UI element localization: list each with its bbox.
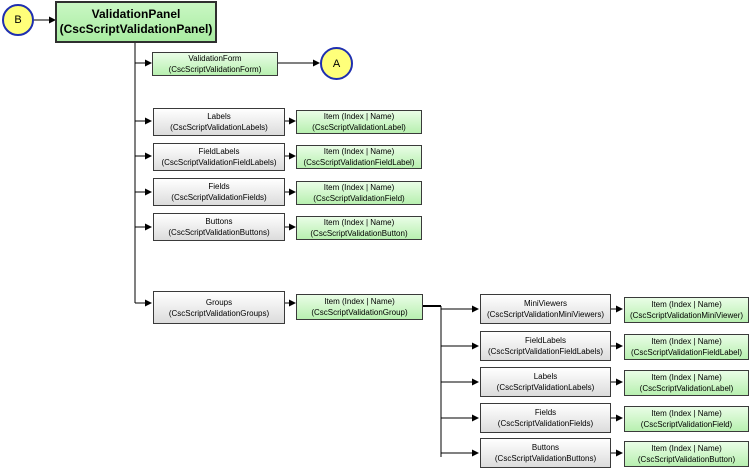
- node-name: Labels: [207, 112, 231, 121]
- buttons-item-node: Item (Index | Name) (CscScriptValidation…: [296, 216, 422, 240]
- node-type: (CscScriptValidationFields): [497, 419, 594, 428]
- node-type: (CscScriptValidationButtons): [168, 228, 270, 237]
- item-type: (CscScriptValidationField): [313, 194, 405, 203]
- item-type: (CscScriptValidationButton): [310, 229, 408, 238]
- field-labels-item-node: Item (Index | Name) (CscScriptValidation…: [296, 145, 422, 169]
- group-field-labels-item-node: Item (Index | Name) (CscScriptValidation…: [624, 334, 749, 360]
- node-type: (CscScriptValidationMiniViewers): [486, 310, 605, 319]
- item-name: Item (Index | Name): [651, 300, 722, 309]
- item-type: (CscScriptValidationFieldLabel): [303, 158, 415, 167]
- item-name: Item (Index | Name): [323, 183, 395, 192]
- item-type: (CscScriptValidationLabel): [639, 384, 734, 393]
- fields-item-node: Item (Index | Name) (CscScriptValidation…: [296, 181, 422, 205]
- node-name: Buttons: [205, 217, 233, 226]
- node-type: (CscScriptValidationButtons): [494, 454, 597, 463]
- item-name: Item (Index | Name): [323, 112, 395, 121]
- labels-node: Labels (CscScriptValidationLabels): [153, 108, 285, 136]
- item-type: (CscScriptValidationField): [640, 420, 733, 429]
- node-type: (CscScriptValidationFieldLabels): [161, 158, 277, 167]
- group-item-node: Item (Index | Name) (CscScriptValidation…: [296, 294, 423, 320]
- buttons-node: Buttons (CscScriptValidationButtons): [153, 213, 285, 241]
- item-name: Item (Index | Name): [651, 337, 722, 346]
- node-name: Fields: [534, 408, 557, 417]
- node-type: (CscScriptValidationFields): [171, 193, 267, 202]
- labels-item-node: Item (Index | Name) (CscScriptValidation…: [296, 110, 422, 134]
- node-name: Groups: [205, 297, 233, 307]
- group-fields-item-node: Item (Index | Name) (CscScriptValidation…: [624, 406, 749, 432]
- item-name: Item (Index | Name): [651, 444, 722, 453]
- group-buttons-item-node: Item (Index | Name) (CscScriptValidation…: [624, 441, 749, 467]
- item-name: Item (Index | Name): [651, 409, 722, 418]
- group-labels-item-node: Item (Index | Name) (CscScriptValidation…: [624, 370, 749, 396]
- connector-b: B: [2, 4, 34, 36]
- item-name: Item (Index | Name): [323, 147, 395, 156]
- item-name: Item (Index | Name): [323, 218, 395, 227]
- field-labels-node: FieldLabels (CscScriptValidationFieldLab…: [153, 143, 285, 171]
- group-field-labels-node: FieldLabels (CscScriptValidationFieldLab…: [480, 331, 611, 361]
- validation-form-node: ValidationForm (CscScriptValidationForm): [152, 52, 278, 76]
- group-fields-node: Fields (CscScriptValidationFields): [480, 403, 611, 433]
- node-type: (CscScriptValidationLabels): [496, 383, 595, 392]
- connector-a: A: [320, 47, 353, 80]
- validation-form-type: (CscScriptValidationForm): [168, 65, 262, 74]
- fields-node: Fields (CscScriptValidationFields): [153, 178, 285, 206]
- validation-form-name: ValidationForm: [188, 54, 242, 63]
- validation-panel-type: (CscScriptValidationPanel): [59, 22, 213, 36]
- validation-panel-node: ValidationPanel (CscScriptValidationPane…: [55, 1, 217, 43]
- item-type: (CscScriptValidationButton): [637, 455, 736, 464]
- item-name: Item (Index | Name): [324, 297, 395, 306]
- node-name: Fields: [208, 182, 230, 191]
- node-name: MiniViewers: [524, 299, 567, 308]
- node-type: (CscScriptValidationFieldLabels): [487, 347, 603, 356]
- node-name: Buttons: [531, 443, 560, 452]
- groups-node: Groups (CscScriptValidationGroups): [153, 291, 285, 324]
- item-type: (CscScriptValidationMiniViewer): [629, 311, 744, 320]
- connector-a-label: A: [332, 57, 341, 70]
- node-type: (CscScriptValidationLabels): [170, 123, 268, 132]
- group-mini-viewers-item-node: Item (Index | Name) (CscScriptValidation…: [624, 297, 749, 323]
- connector-b-label: B: [14, 14, 22, 26]
- item-type: (CscScriptValidationLabel): [312, 123, 406, 132]
- group-labels-node: Labels (CscScriptValidationLabels): [480, 367, 611, 397]
- node-name: Labels: [533, 372, 558, 381]
- node-name: FieldLabels: [198, 147, 240, 156]
- item-type: (CscScriptValidationFieldLabel): [630, 348, 742, 357]
- validation-panel-title: ValidationPanel: [91, 7, 181, 21]
- node-type: (CscScriptValidationGroups): [168, 308, 270, 318]
- node-name: FieldLabels: [525, 336, 566, 345]
- item-name: Item (Index | Name): [651, 373, 722, 382]
- group-buttons-node: Buttons (CscScriptValidationButtons): [480, 438, 611, 468]
- item-type: (CscScriptValidationGroup): [311, 308, 408, 317]
- group-mini-viewers-node: MiniViewers (CscScriptValidationMiniView…: [480, 294, 611, 324]
